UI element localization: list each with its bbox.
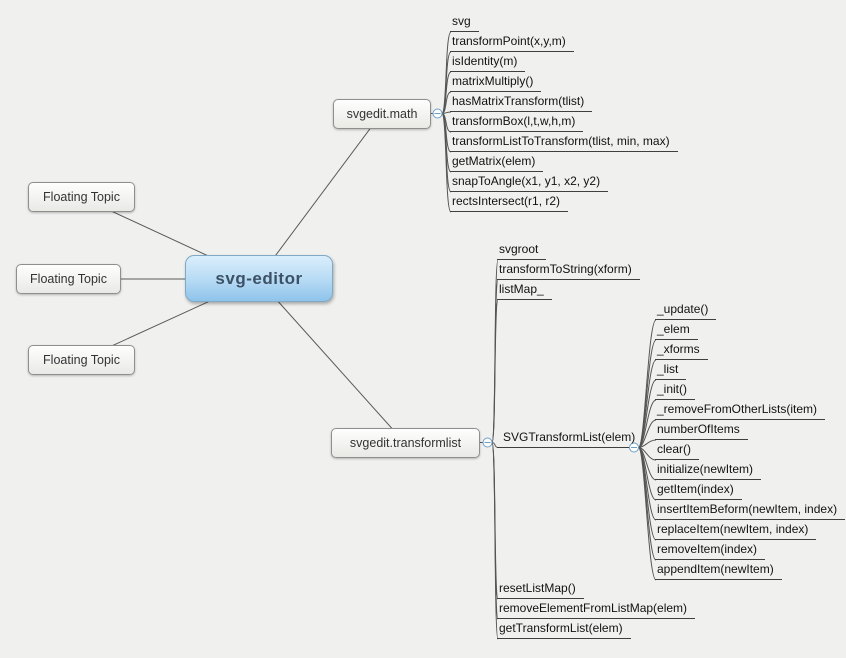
subtopic[interactable]: hasMatrixTransform(tlist) [450, 92, 593, 112]
subtopic[interactable]: initialize(newItem) [655, 460, 762, 480]
subtopic[interactable]: _list [655, 360, 687, 380]
subtopic[interactable]: transformToString(xform) [497, 260, 640, 280]
subtopic[interactable]: transformPoint(x,y,m) [450, 32, 574, 52]
subtopic[interactable]: matrixMultiply() [450, 72, 542, 92]
subtopic[interactable]: _elem [655, 320, 698, 340]
subtopic[interactable]: _removeFromOtherLists(item) [655, 400, 826, 420]
topic-svgedit-transformlist[interactable]: svgedit.transformlist [331, 428, 480, 458]
collapse-minus-icon[interactable] [432, 108, 443, 119]
floating-topic-3[interactable]: Floating Topic [28, 345, 135, 375]
math-children-group: svg transformPoint(x,y,m) isIdentity(m) … [450, 12, 678, 212]
subtopic[interactable]: removeItem(index) [655, 540, 766, 560]
subtopic[interactable]: svg [450, 12, 479, 32]
collapse-minus-icon[interactable] [482, 437, 493, 448]
subtopic[interactable]: rectsIntersect(r1, r2) [450, 192, 569, 212]
subtopic[interactable]: replaceItem(newItem, index) [655, 520, 817, 540]
subtopic[interactable]: appendItem(newItem) [655, 560, 782, 580]
collapse-minus-icon[interactable] [629, 442, 639, 453]
subtopic[interactable]: resetListMap() [497, 579, 584, 599]
subtopic[interactable]: getItem(index) [655, 480, 742, 500]
subtopic[interactable]: transformBox(l,t,w,h,m) [450, 112, 584, 132]
math-branch-connector-lines [430, 31, 452, 213]
subtopic[interactable]: isIdentity(m) [450, 52, 526, 72]
subtopic[interactable]: insertItemBeform(newItem, index) [655, 500, 846, 520]
central-topic[interactable]: svg-editor [185, 255, 333, 302]
subtopic[interactable]: numberOfItems [655, 420, 748, 440]
subtopic[interactable]: getTransformList(elem) [497, 619, 631, 639]
transformlist-branch-connector-lines [480, 259, 499, 640]
subtopic[interactable]: _xforms [655, 340, 708, 360]
subtopic[interactable]: removeElementFromListMap(elem) [497, 599, 696, 619]
subtopic[interactable]: transformListToTransform(tlist, min, max… [450, 132, 678, 152]
subtopic[interactable]: getMatrix(elem) [450, 152, 544, 172]
topic-svgedit-math[interactable]: svgedit.math [333, 99, 431, 129]
topic-svgtransformlist[interactable]: SVGTransformList(elem) [497, 428, 635, 448]
subtopic[interactable]: listMap_ [497, 280, 552, 300]
subtopic[interactable]: snapToAngle(x1, y1, x2, y2) [450, 172, 609, 192]
floating-topic-2[interactable]: Floating Topic [16, 264, 121, 294]
svgtransformlist-connector-lines [638, 319, 657, 581]
transformlist-top-children-group: svgroot transformToString(xform) listMap… [497, 240, 640, 300]
subtopic[interactable]: clear() [655, 440, 700, 460]
svgtransformlist-children-group: _update() _elem _xforms _list _init() _r… [655, 300, 846, 580]
subtopic[interactable]: svgroot [497, 240, 547, 260]
subtopic[interactable]: _init() [655, 380, 696, 400]
transformlist-bottom-children-group: resetListMap() removeElementFromListMap(… [497, 579, 696, 639]
floating-topic-1[interactable]: Floating Topic [28, 182, 135, 212]
subtopic[interactable]: _update() [655, 300, 717, 320]
